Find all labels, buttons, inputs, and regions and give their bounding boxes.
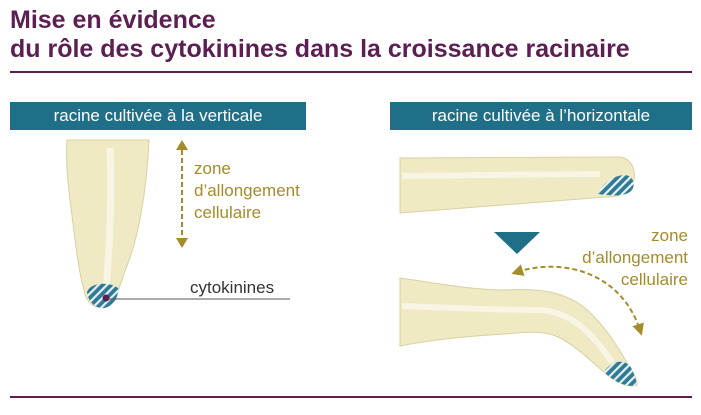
zone-line: zone (194, 159, 231, 178)
title-line-2: du rôle des cytokinines dans la croissan… (10, 35, 630, 63)
horizontal-zone-label: zone d’allongement cellulaire (540, 225, 688, 291)
page-title: Mise en évidence du rôle des cytokinines… (10, 6, 630, 64)
zone-line: zone (651, 226, 688, 245)
title-line-1: Mise en évidence (10, 6, 216, 34)
vertical-zone-label: zone d’allongement cellulaire (194, 158, 300, 224)
zone-line: d’allongement (582, 248, 688, 267)
horizontal-initial-cytokinin-zone (598, 175, 634, 196)
zone-line: cellulaire (620, 270, 688, 289)
title-divider (10, 71, 692, 73)
cytokinin-dot (102, 294, 110, 302)
horizontal-root-bent (399, 277, 638, 387)
zone-line: d’allongement (194, 181, 300, 200)
zone-line: cellulaire (194, 203, 262, 222)
vertical-elongation-arrow (176, 140, 188, 248)
vertical-root (66, 139, 150, 309)
vertical-cytokinin-zone (87, 283, 119, 309)
transition-arrow-icon (494, 232, 540, 254)
vertical-panel-banner: racine cultivée à la verticale (10, 102, 306, 130)
horizontal-panel-banner: racine cultivée à l’horizontale (390, 102, 692, 130)
horizontal-bent-cytokinin-zone (604, 361, 637, 386)
horizontal-elongation-arrow (511, 264, 644, 336)
horizontal-root-initial (399, 156, 635, 214)
cytokinin-label: cytokinines (190, 278, 275, 297)
bottom-divider (10, 396, 692, 398)
